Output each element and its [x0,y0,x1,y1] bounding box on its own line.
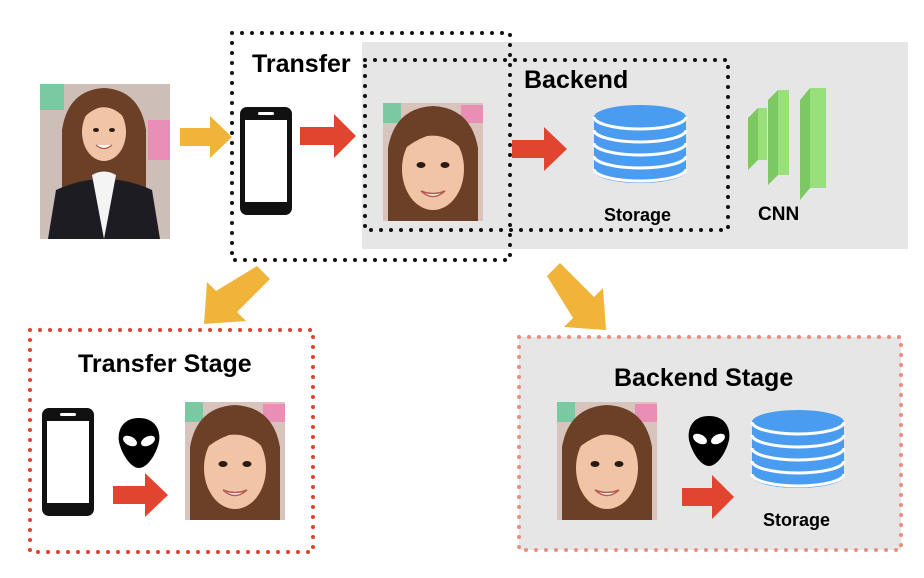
red-arrow [512,127,567,171]
backend-stage-title: Backend Stage [614,364,794,392]
backend-label: Backend [524,66,629,94]
transfer-box [230,31,512,262]
smartphone-icon [42,408,94,516]
red-arrow [300,114,356,158]
cnn-label: CNN [758,204,800,225]
database-icon [750,408,846,490]
yellow-arrow [547,263,606,330]
storage-label: Storage [604,205,672,225]
transfer-stage-title: Transfer Stage [78,350,252,378]
cnn-layers-icon [748,88,826,200]
yellow-arrow [180,116,232,158]
storage-stage-label: Storage [763,510,831,530]
backend-box [363,58,730,232]
red-arrow [682,475,734,519]
portrait-photo [40,84,170,239]
yellow-arrow [204,266,270,324]
smartphone-icon [240,107,292,215]
database-icon [592,103,688,185]
face-photo [184,401,286,521]
transfer-label: Transfer [252,50,351,78]
face-photo [382,102,484,222]
red-arrow [113,473,168,517]
face-photo [556,401,658,521]
